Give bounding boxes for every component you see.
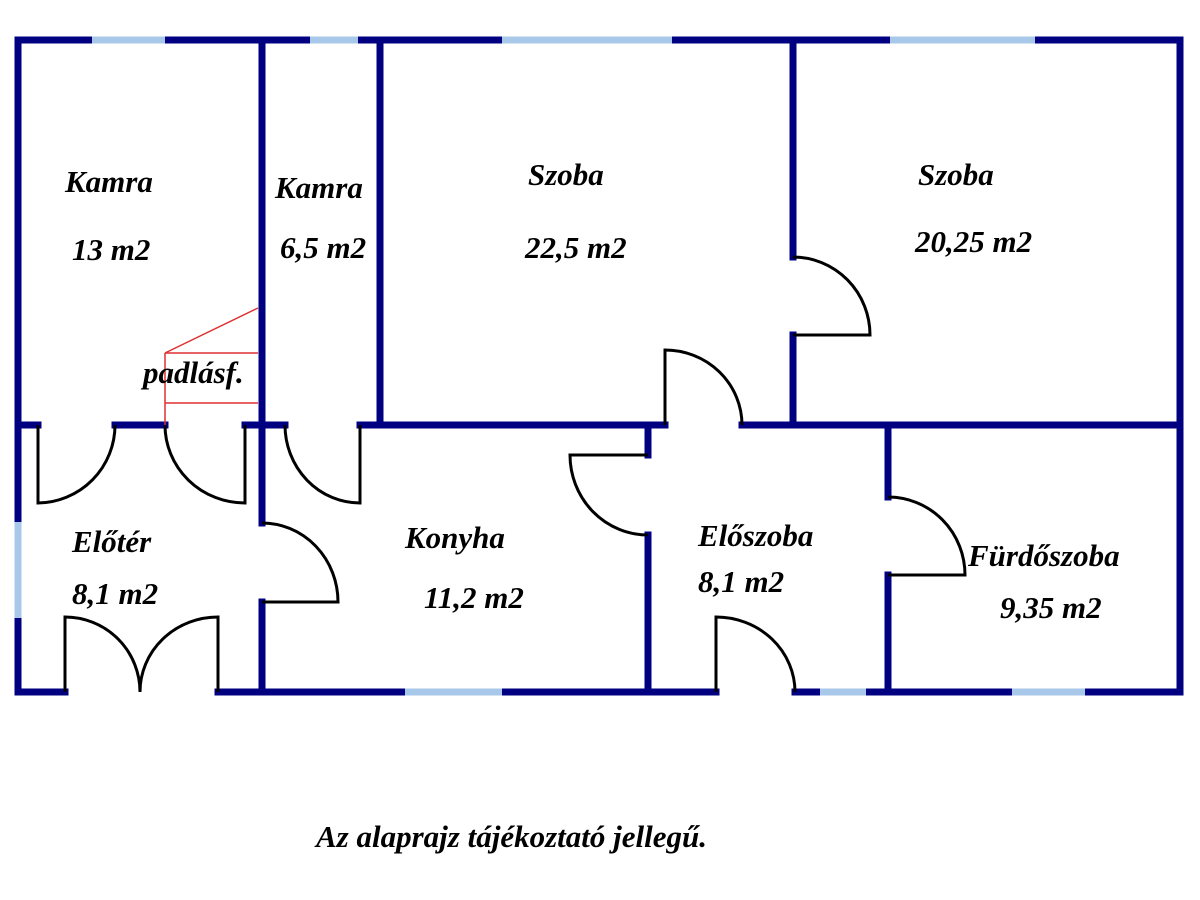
room-area-kamra-1: 13 m2 (72, 232, 150, 267)
room-name-szoba-1: Szoba (528, 157, 604, 192)
room-name-szoba-2: Szoba (918, 157, 994, 192)
door-eloter-konyha (261, 521, 340, 604)
room-area-szoba-2: 20,25 m2 (914, 224, 1032, 259)
room-area-kamra-2: 6,5 m2 (280, 230, 366, 265)
room-name-eloter: Előtér (71, 524, 152, 559)
footnote: Az alaprajz tájékoztató jellegű. (314, 819, 707, 854)
room-name-eloszoba: Előszoba (697, 518, 813, 553)
room-name-kamra-1: Kamra (64, 164, 153, 199)
room-area-eloter: 8,1 m2 (72, 576, 158, 611)
attic-stair (164, 307, 259, 425)
entrance-door-left (63, 615, 142, 693)
room-area-konyha: 11,2 m2 (424, 580, 524, 615)
entrance-door-right (138, 615, 220, 693)
door-eloszoba-exit (714, 615, 797, 693)
door-furdoszoba (887, 495, 967, 577)
room-area-eloszoba: 8,1 m2 (698, 564, 784, 599)
door-konyha-eloszoba (568, 453, 649, 537)
door-kamra-2 (283, 424, 362, 505)
windows (14, 36, 1085, 696)
room-area-furdoszoba: 9,35 m2 (1000, 590, 1102, 625)
door-kamra-1 (36, 424, 117, 505)
door-szoba-szoba (792, 255, 872, 337)
room-area-szoba-1: 22,5 m2 (524, 230, 627, 265)
door-kamra-1b (163, 424, 247, 505)
door-eloszoba-szoba (663, 348, 744, 426)
attic-stair-label: padlásf. (140, 355, 244, 390)
room-name-kamra-2: Kamra (274, 170, 363, 205)
room-name-konyha: Konyha (404, 520, 505, 555)
doors (36, 255, 967, 693)
room-name-furdoszoba: Fürdőszoba (967, 538, 1120, 573)
